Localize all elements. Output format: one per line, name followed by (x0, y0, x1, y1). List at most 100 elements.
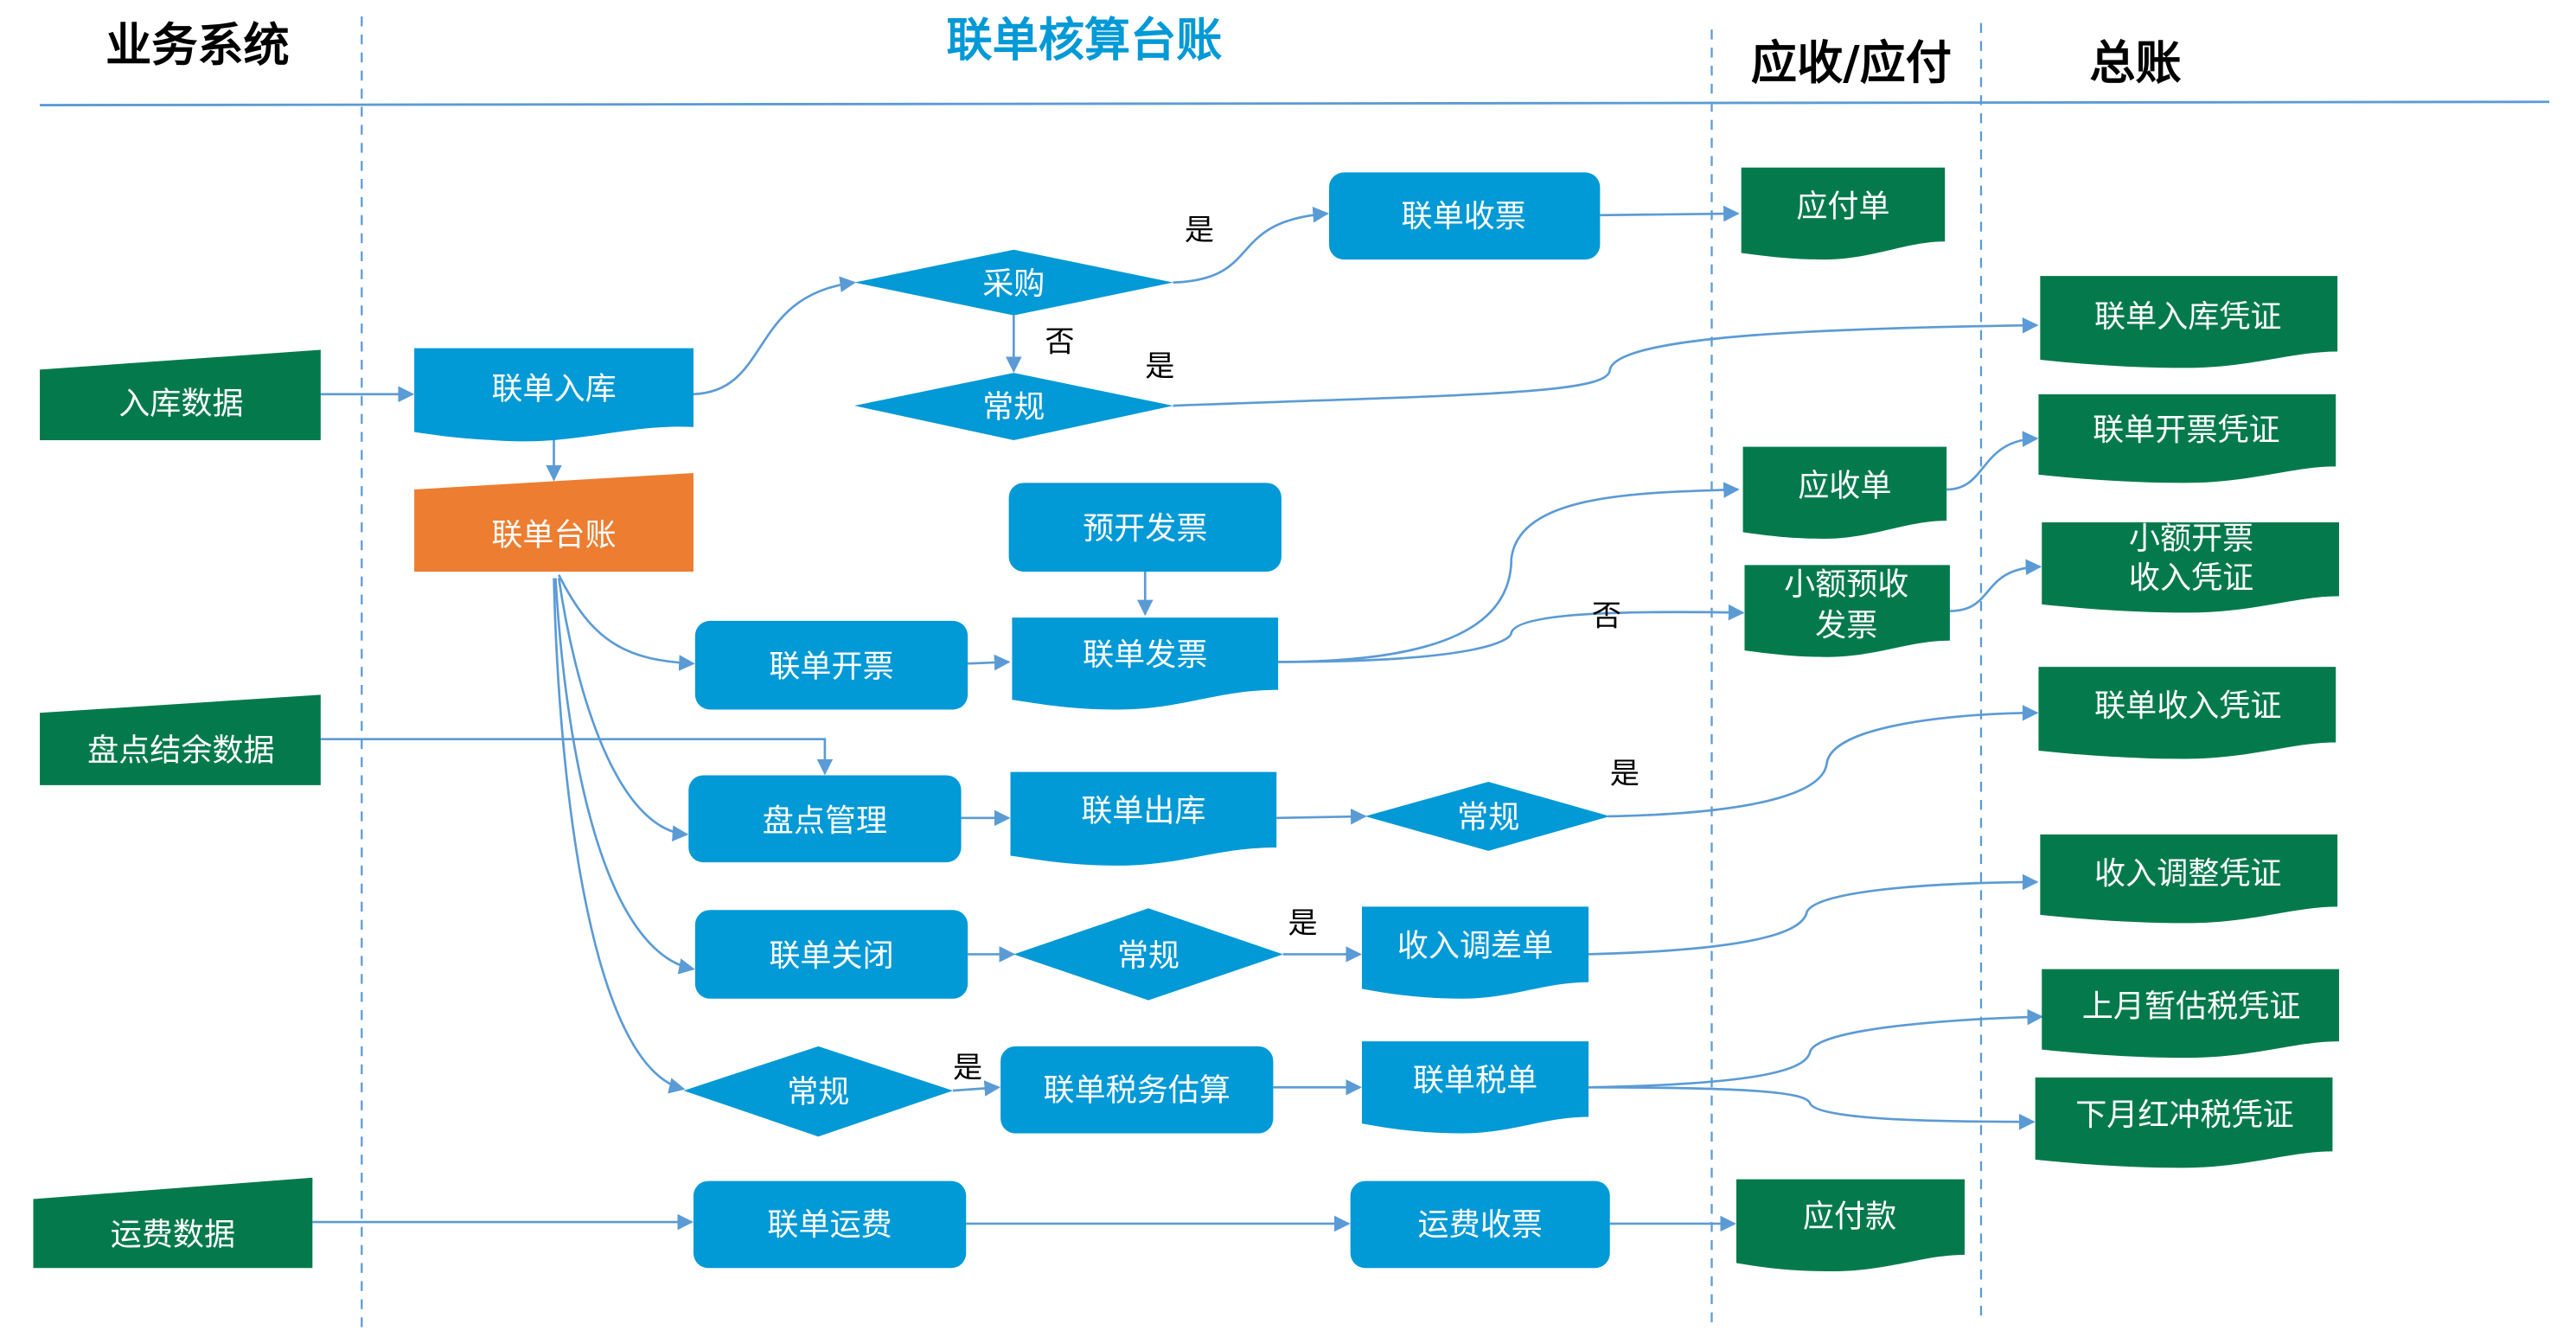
edge-adjust-doc-to-adjust-voucher (1587, 873, 2039, 956)
edge-outbound-to-regular2 (1276, 808, 1367, 825)
edge-label-yes-regular-1: 是 (1145, 349, 1174, 384)
edge-receivable-to-invoicing-voucher (1946, 431, 2039, 491)
doc-receivable-label: 应收单 (1798, 468, 1891, 504)
lane-title-general-ledger: 总账 (2089, 36, 2181, 90)
edge-label-yes-purchase: 是 (1185, 213, 1214, 247)
node-joint-receipt[interactable]: 联单收票 (1328, 172, 1601, 260)
edge-regular4-to-tax-estimate (952, 1080, 1001, 1097)
node-joint-close[interactable]: 联单关闭 (694, 910, 968, 999)
edge-tax-doc-to-next-month-voucher (1587, 1085, 2036, 1130)
node-joint-ledger[interactable]: 联单台账 (414, 472, 694, 572)
lane-title-joint-ledger: 联单核算台账 (947, 14, 1223, 67)
node-freight-receipt-label: 运费收票 (1418, 1206, 1543, 1243)
doc-small-prepay-invoice-label-2: 发票 (1815, 607, 1877, 643)
decision-purchase[interactable]: 采购 (854, 249, 1173, 316)
source-freight-data-label: 运费数据 (111, 1217, 235, 1253)
node-pre-invoice-label: 预开发票 (1083, 510, 1207, 547)
decision-regular-2-label: 常规 (1457, 799, 1519, 835)
edge-purchase-to-receipt (1173, 206, 1329, 285)
doc-receivable[interactable]: 应收单 (1742, 446, 1947, 539)
voucher-inbound[interactable]: 联单入库凭证 (2040, 276, 2338, 368)
lane-title-ar-ap: 应收/应付 (1751, 36, 1952, 90)
node-joint-tax-doc-label: 联单税单 (1413, 1062, 1537, 1098)
connectors (312, 205, 2044, 1232)
source-inbound-data[interactable]: 入库数据 (40, 349, 321, 441)
node-inventory-mgmt-label: 盘点管理 (763, 803, 887, 839)
voucher-income-adjust-label: 收入调整凭证 (2094, 855, 2281, 892)
node-joint-invoice[interactable]: 联单发票 (1012, 617, 1279, 710)
node-tax-estimate[interactable]: 联单税务估算 (1000, 1046, 1274, 1134)
voucher-small-invoice[interactable]: 小额开票 收入凭证 (2042, 520, 2340, 613)
node-joint-freight[interactable]: 联单运费 (693, 1180, 967, 1269)
node-freight-receipt[interactable]: 运费收票 (1350, 1180, 1610, 1269)
node-joint-invoicing[interactable]: 联单开票 (694, 620, 968, 710)
source-inventory-data-label: 盘点结余数据 (87, 732, 274, 768)
decision-regular-1-label: 常规 (982, 388, 1045, 425)
doc-payable-label: 应付单 (1796, 189, 1889, 225)
doc-payable[interactable]: 应付单 (1741, 167, 1946, 260)
node-joint-outbound-label: 联单出库 (1081, 793, 1205, 829)
voucher-invoicing[interactable]: 联单开票凭证 (2038, 393, 2336, 483)
node-joint-inbound[interactable]: 联单入库 (414, 348, 694, 442)
decision-regular-4-label: 常规 (787, 1073, 849, 1110)
edge-ledger-to-regular4 (553, 578, 686, 1094)
edge-joint-inbound-to-purchase (693, 276, 856, 396)
voucher-last-month-tax[interactable]: 上月暂估税凭证 (2042, 969, 2340, 1059)
decision-regular-2[interactable]: 常规 (1365, 782, 1610, 851)
decision-purchase-label: 采购 (982, 265, 1045, 302)
voucher-next-month-reversal[interactable]: 下月红冲税凭证 (2035, 1077, 2333, 1168)
decision-regular-3-label: 常规 (1117, 937, 1179, 974)
voucher-income-adjust[interactable]: 收入调整凭证 (2040, 834, 2338, 924)
edge-label-yes-regular-2: 是 (1610, 757, 1640, 791)
edge-invoice-to-small-prepay (1278, 604, 1745, 663)
edge-regular1-to-inbound-voucher (1173, 317, 2039, 407)
node-joint-close-label: 联单关闭 (769, 937, 893, 974)
source-freight-data[interactable]: 运费数据 (33, 1177, 313, 1269)
edge-label-no-purchase: 否 (1045, 324, 1074, 359)
node-joint-outbound[interactable]: 联单出库 (1010, 771, 1277, 866)
source-inbound-data-label: 入库数据 (118, 386, 243, 422)
voucher-next-month-reversal-label: 下月红冲税凭证 (2075, 1097, 2294, 1133)
edge-label-no-invoice: 否 (1592, 599, 1621, 634)
node-tax-estimate-label: 联单税务估算 (1044, 1072, 1230, 1109)
node-pre-invoice[interactable]: 预开发票 (1008, 483, 1282, 572)
node-joint-inbound-label: 联单入库 (491, 371, 616, 407)
voucher-income-label: 联单收入凭证 (2094, 688, 2281, 724)
edge-receipt-to-payable (1600, 205, 1740, 222)
voucher-last-month-tax-label: 上月暂估税凭证 (2082, 988, 2301, 1025)
node-joint-tax-doc[interactable]: 联单税单 (1361, 1041, 1589, 1134)
decision-regular-4[interactable]: 常规 (683, 1046, 954, 1137)
node-joint-invoice-label: 联单发票 (1083, 637, 1207, 673)
node-income-adjust-doc-label: 收入调差单 (1397, 927, 1553, 963)
doc-small-prepay-invoice-label-1: 小额预收 (1784, 566, 1908, 603)
doc-small-prepay-invoice[interactable]: 小额预收 发票 (1744, 565, 1950, 657)
node-joint-invoicing-label: 联单开票 (769, 648, 893, 684)
voucher-inbound-label: 联单入库凭证 (2094, 298, 2281, 335)
edge-regular2-to-income-voucher (1608, 704, 2039, 818)
edge-label-yes-regular-4: 是 (953, 1051, 982, 1085)
voucher-income[interactable]: 联单收入凭证 (2038, 667, 2336, 759)
node-inventory-mgmt[interactable]: 盘点管理 (688, 775, 962, 863)
node-joint-freight-label: 联单运费 (767, 1206, 892, 1243)
edge-label-yes-regular-3: 是 (1288, 906, 1318, 941)
voucher-small-invoice-label-2: 收入凭证 (2129, 560, 2253, 596)
edge-ledger-to-inventory-mgmt (557, 578, 689, 841)
node-income-adjust-doc[interactable]: 收入调差单 (1361, 906, 1589, 999)
edge-ledger-to-invoicing (558, 574, 695, 671)
node-joint-ledger-label: 联单台账 (491, 517, 616, 553)
edge-tax-doc-to-last-month-voucher (1587, 1008, 2044, 1089)
header-divider (40, 100, 2550, 106)
lane-title-business-system: 业务系统 (105, 18, 290, 72)
source-inventory-data[interactable]: 盘点结余数据 (40, 694, 321, 785)
edge-invoice-to-receivable (1278, 482, 1740, 663)
decision-regular-3[interactable]: 常规 (1013, 908, 1283, 1001)
doc-payable-payment[interactable]: 应付款 (1735, 1179, 1965, 1272)
voucher-small-invoice-label-1: 小额开票 (2129, 520, 2253, 556)
node-joint-receipt-label: 联单收票 (1402, 198, 1526, 234)
doc-payable-payment-label: 应付款 (1803, 1199, 1896, 1235)
edge-invoicing-to-invoice (968, 654, 1011, 671)
edge-small-prepay-to-small-voucher (1949, 559, 2042, 612)
decision-regular-1[interactable]: 常规 (854, 373, 1173, 441)
voucher-invoicing-label: 联单开票凭证 (2093, 412, 2279, 448)
